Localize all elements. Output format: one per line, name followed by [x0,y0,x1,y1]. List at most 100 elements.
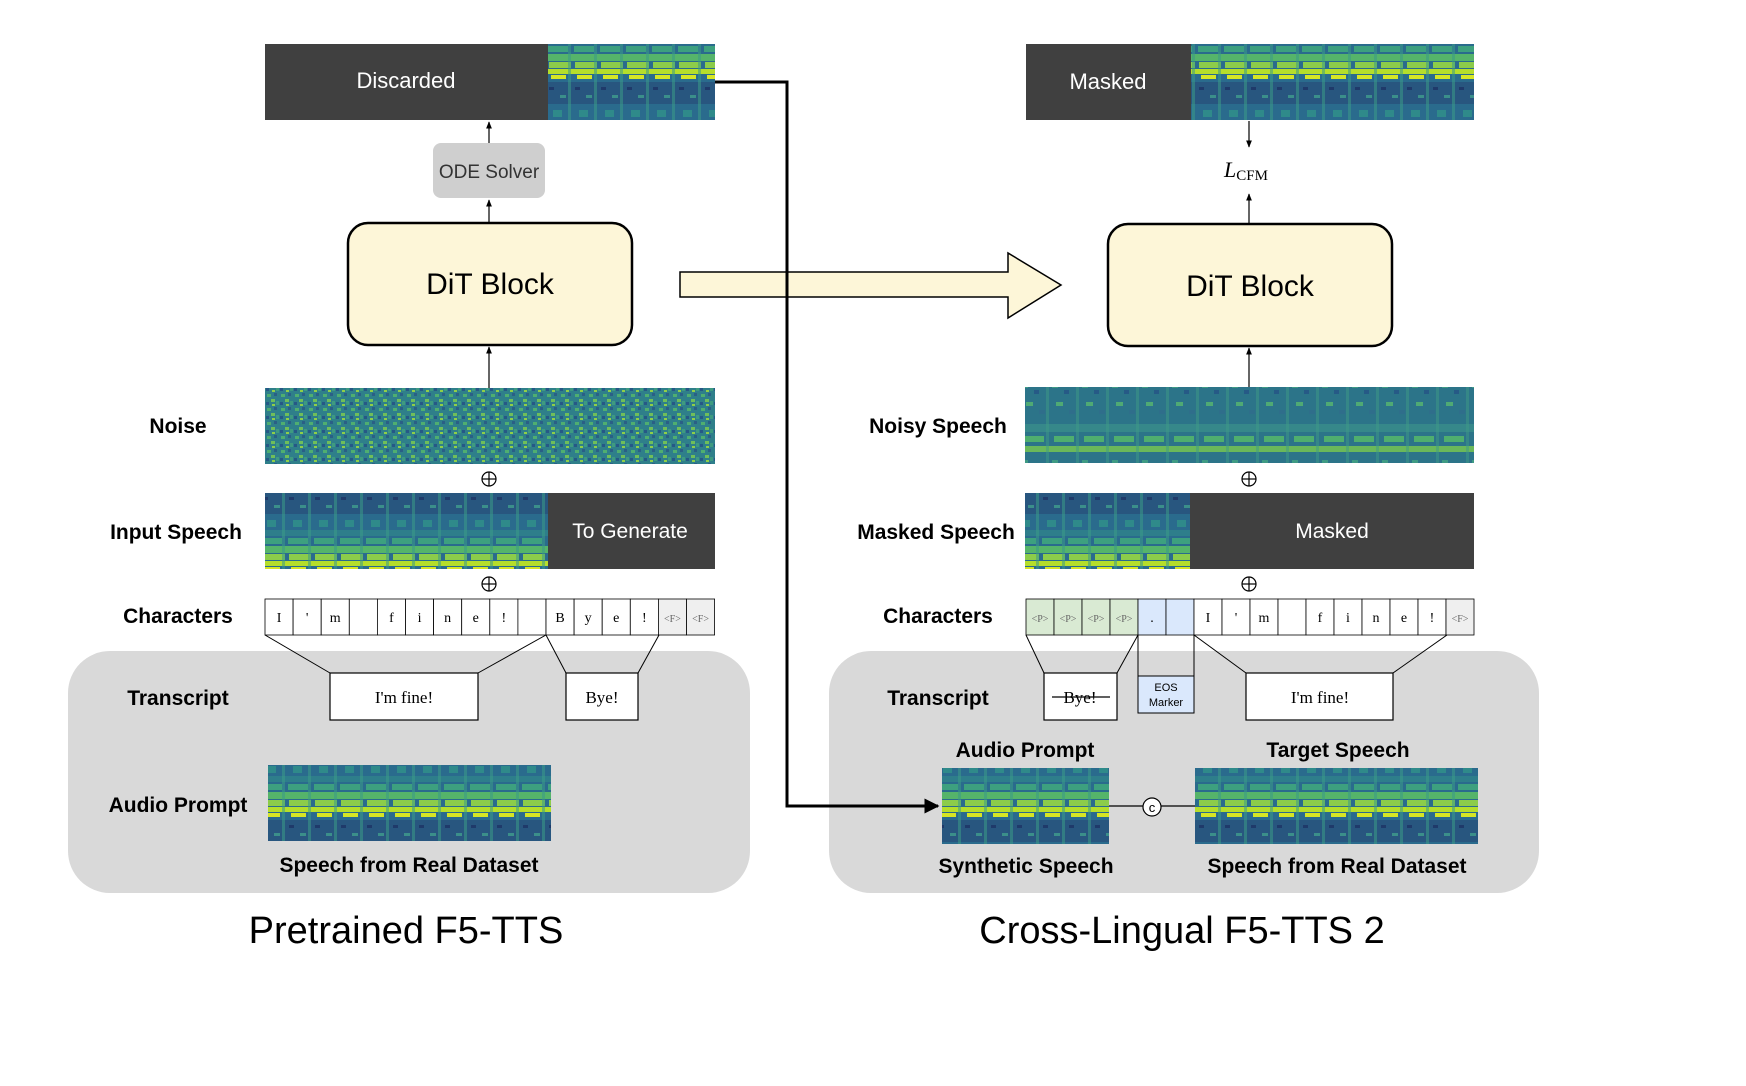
right-char-cell [1109,598,1139,636]
loss-subscript: CFM [1236,168,1268,184]
right-char-cell [1137,598,1167,636]
right-char-cell [1361,598,1391,636]
input-speech-spectrogram [265,493,548,569]
right-real-dataset-label: Speech from Real Dataset [1207,855,1466,878]
left-transcript-text-1: I'm fine! [375,688,433,707]
right-char-char: <P> [1088,614,1105,625]
left-char-char: y [585,611,592,626]
concat-operator [1142,797,1162,817]
synthetic-speech-label: Synthetic Speech [938,855,1113,878]
left-add-operator-2 [481,576,497,592]
left-dit-label: DiT Block [426,268,555,301]
left-connector-4 [637,634,660,674]
eos-marker-line2: Marker [1149,697,1184,709]
right-char-cell [1277,598,1307,636]
right-char-char: ' [1235,611,1238,626]
masked-speech-spectrogram [1025,493,1190,569]
to-generate-block [548,493,715,569]
left-char-cell [489,598,519,636]
right-char-char: . [1150,611,1154,626]
left-char-cell [545,598,575,636]
left-output-spectrogram [548,44,715,120]
left-caption: Pretrained F5-TTS [249,910,564,952]
left-discarded-label: Discarded [356,68,455,93]
right-caption: Cross-Lingual F5-TTS 2 [979,910,1384,952]
noise-spectrogram [265,388,715,464]
right-transcript-target-box [1245,672,1394,721]
left-connector-3 [545,634,567,674]
ode-solver-box [433,143,545,198]
loss-symbol: L [1223,157,1236,182]
right-char-char: n [1373,611,1380,626]
right-char-cell [1165,598,1195,636]
input-speech-label: Input Speech [110,521,242,544]
left-discarded-block [265,44,548,120]
left-audio-prompt-spectrogram [268,765,551,841]
target-speech-spectrogram [1195,768,1478,844]
synthetic-speech-connector [715,80,940,814]
left-char-cell [376,598,406,636]
left-char-cell [658,598,687,636]
left-connector-1 [264,634,331,674]
left-char-cell [686,598,716,636]
right-masked-block-top [1026,44,1191,120]
left-char-cell [461,598,491,636]
right-char-char: f [1318,611,1323,626]
left-transcript-box-1 [329,672,479,721]
right-transcript-label: Transcript [887,687,989,710]
eos-marker-line1: EOS [1154,682,1177,694]
left-transcript-label: Transcript [127,687,229,710]
right-dit-label: DiT Block [1186,270,1315,303]
right-char-char: I [1206,611,1211,626]
left-char-char: I [277,611,282,626]
transfer-arrow [679,251,1063,320]
left-characters-label: Characters [123,605,233,628]
left-char-char: ! [502,611,507,626]
left-char-cell [320,598,350,636]
eos-marker-box [1137,675,1195,714]
right-char-char: <P> [1032,614,1049,625]
right-char-cell [1417,598,1447,636]
left-char-char: e [473,611,479,626]
right-dit-block [1106,222,1394,348]
right-output-spectrogram [1191,44,1474,120]
left-char-char: ' [306,611,309,626]
right-char-char: i [1346,611,1350,626]
left-char-char: <F> [664,614,681,625]
right-masked-top-label: Masked [1069,69,1146,94]
ode-solver-label: ODE Solver [439,162,540,183]
left-char-char: <F> [692,614,709,625]
right-char-char: ! [1430,611,1435,626]
left-char-char: e [613,611,619,626]
masked-speech-label: Masked Speech [857,521,1015,544]
right-char-cell [1389,598,1419,636]
masked-speech-block [1190,493,1474,569]
left-char-cell [348,598,378,636]
right-add-operator-1 [1241,471,1257,487]
right-add-operator-2 [1241,576,1257,592]
right-char-char: <P> [1116,614,1133,625]
right-connector-2 [1116,634,1139,674]
right-connector-5 [1193,634,1247,674]
left-char-cell [601,598,631,636]
right-char-char: e [1401,611,1407,626]
concat-symbol: c [1149,800,1156,815]
left-char-char: m [330,611,341,626]
right-char-cell [1221,598,1251,636]
left-char-char: ! [642,611,647,626]
left-audio-prompt-label: Audio Prompt [109,794,248,817]
left-char-cell [573,598,603,636]
left-real-dataset-label: Speech from Real Dataset [279,854,538,877]
left-char-cell [517,598,547,636]
left-add-operator-1 [481,471,497,487]
right-audio-prompt-label: Audio Prompt [956,739,1095,762]
right-char-char: m [1259,611,1270,626]
right-transcript-target-text: I'm fine! [1291,688,1349,707]
right-char-cell [1333,598,1363,636]
to-generate-label: To Generate [572,520,688,543]
left-char-char: i [418,611,422,626]
left-char-cell [405,598,435,636]
loss-label: LCFM [1223,157,1268,184]
